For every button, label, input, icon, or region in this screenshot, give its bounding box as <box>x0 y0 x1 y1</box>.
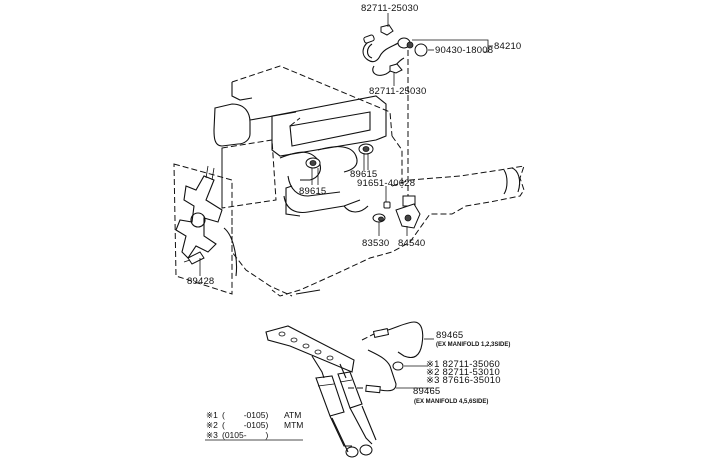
clamp-icon <box>392 361 428 371</box>
legend-range-2: ( -0105) <box>222 420 268 430</box>
legend: ※1 ( -0105) ATM ※2 ( -0105) MTM ※3 (0105… <box>206 410 303 440</box>
label-clamp-3[interactable]: ※3 87616-35010 <box>426 375 501 386</box>
wire-harness-84210[interactable] <box>362 34 414 76</box>
label-oxygen-sensor-2-note: (EX MANIFOLD 4,5,6SIDE) <box>414 399 488 405</box>
label-oxygen-sensor-1[interactable]: 89465 <box>436 330 463 341</box>
legend-mark-1: ※1 <box>206 410 218 420</box>
knock-sensor-left[interactable] <box>305 157 321 185</box>
switch-assy-84540[interactable] <box>395 195 421 236</box>
label-clamp-1[interactable]: ※1 82711-35060 <box>426 359 500 370</box>
legend-mark-3: ※3 <box>206 430 218 440</box>
label-oxygen-sensor-2[interactable]: 89465 <box>413 386 440 397</box>
label-knock-sensor-left[interactable]: 89615 <box>299 186 326 197</box>
oxygen-sensor-1[interactable] <box>361 321 434 359</box>
label-clip-bottom[interactable]: 82711-25030 <box>369 86 427 97</box>
engine-block <box>213 65 525 297</box>
label-grommet[interactable]: 90430-18008 <box>435 45 493 56</box>
label-nut[interactable]: 91651-40628 <box>357 178 415 189</box>
label-knock-sensor-right[interactable]: 89615 <box>350 169 377 180</box>
legend-type-1: ATM <box>284 410 301 420</box>
grommet-icon <box>414 43 428 57</box>
nut-91651[interactable] <box>383 186 391 209</box>
label-clamp-2[interactable]: ※2 82711-53010 <box>426 367 500 378</box>
water-temp-sensor-89428[interactable] <box>183 251 205 276</box>
clip-icon-bottom <box>389 63 403 74</box>
label-clip-top[interactable]: 82711-25030 <box>361 3 419 14</box>
legend-range-1: ( -0105) <box>222 410 268 420</box>
label-harness[interactable]: 84210 <box>494 41 521 52</box>
label-water-temp-sensor[interactable]: 89428 <box>187 276 214 287</box>
legend-mark-2: ※2 <box>206 420 218 430</box>
clip-icon-top <box>380 24 394 36</box>
exhaust-manifold <box>265 325 377 458</box>
oil-pressure-switch-83530[interactable] <box>372 213 386 236</box>
label-oil-pressure-switch[interactable]: 83530 <box>362 238 389 249</box>
legend-type-2: MTM <box>284 420 303 430</box>
label-switch-assy[interactable]: 84540 <box>398 238 425 249</box>
oxygen-sensor-2[interactable] <box>348 349 434 394</box>
legend-range-3: (0105- ) <box>222 430 268 440</box>
knock-sensor-right[interactable] <box>358 143 374 170</box>
radiator-fan <box>173 163 233 295</box>
label-oxygen-sensor-1-note: (EX MANIFOLD 1,2,3SIDE) <box>436 342 510 348</box>
